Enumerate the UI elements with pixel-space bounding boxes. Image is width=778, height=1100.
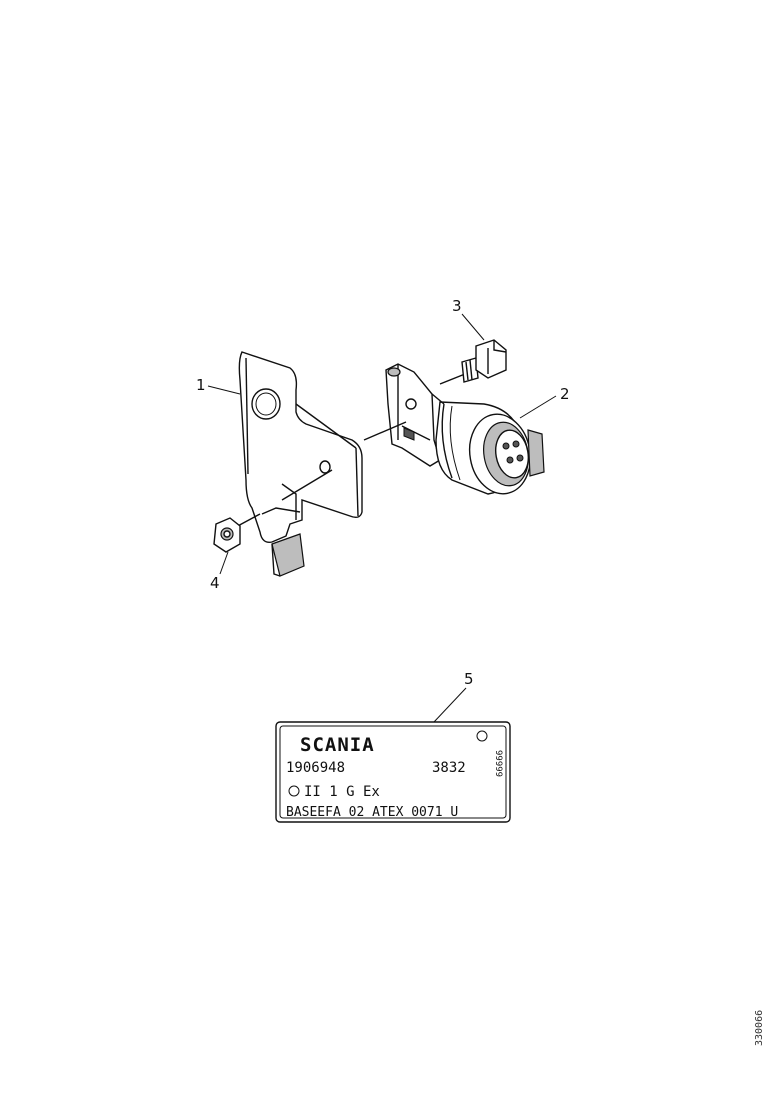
callout-label: 4 bbox=[210, 574, 220, 592]
drawing-id: 330066 bbox=[754, 1010, 765, 1046]
plate-brand-logo: SCANIA bbox=[300, 734, 375, 756]
callout-1: 1 bbox=[196, 376, 241, 395]
sensor-connector bbox=[385, 363, 545, 495]
plate-side-code: 99999 bbox=[493, 750, 503, 777]
callout-5: 5 bbox=[433, 670, 474, 723]
plate-certification: BASEEFA 02 ATEX 0071 U bbox=[286, 805, 458, 820]
bracket-plate bbox=[238, 351, 363, 577]
plate-part-number: 1906948 bbox=[286, 760, 345, 776]
plate-ex-marking: II 1 G Ex bbox=[304, 784, 380, 800]
callout-4: 4 bbox=[210, 551, 229, 592]
callout-label: 2 bbox=[560, 385, 570, 403]
nut bbox=[213, 513, 261, 553]
plate-code: 3832 bbox=[432, 760, 466, 776]
assembly-line bbox=[281, 469, 333, 501]
callout-3: 3 bbox=[452, 297, 485, 341]
bolt bbox=[439, 339, 507, 385]
callout-label: 5 bbox=[464, 670, 474, 688]
plate-emblem-icon bbox=[476, 730, 488, 742]
callout-2: 2 bbox=[519, 385, 570, 419]
ex-symbol-icon bbox=[288, 785, 300, 797]
identification-plate: SCANIA 1906948 3832 II 1 G Ex BASEEFA 02… bbox=[275, 721, 511, 823]
assembly-line bbox=[363, 421, 407, 441]
callout-label: 1 bbox=[196, 376, 206, 394]
callout-label: 3 bbox=[452, 297, 462, 315]
